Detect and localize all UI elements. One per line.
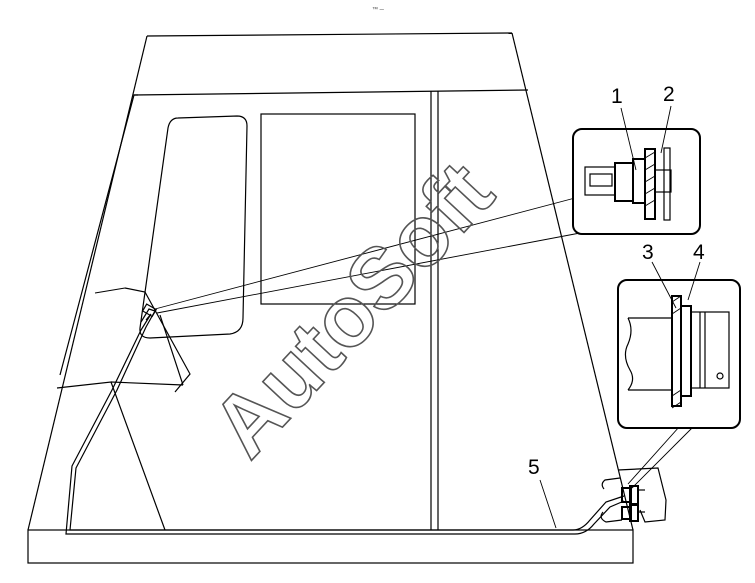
inset-connector-1-2 (572, 128, 701, 235)
inset-connector-3-4 (617, 279, 741, 429)
leader-lines (154, 197, 694, 489)
cable-harness (65, 303, 625, 535)
callout-4: 4 (693, 241, 705, 264)
top-mark: ™ ─ (372, 6, 385, 13)
callout-5: 5 (528, 456, 540, 479)
callout-1: 1 (611, 85, 623, 108)
cab-outline (27, 32, 634, 564)
callout-leaders (539, 105, 701, 529)
watermark: AutoSoft (194, 144, 512, 475)
bottom-connector-assembly (600, 467, 667, 523)
callout-2: 2 (663, 83, 675, 106)
callout-3: 3 (642, 241, 654, 264)
